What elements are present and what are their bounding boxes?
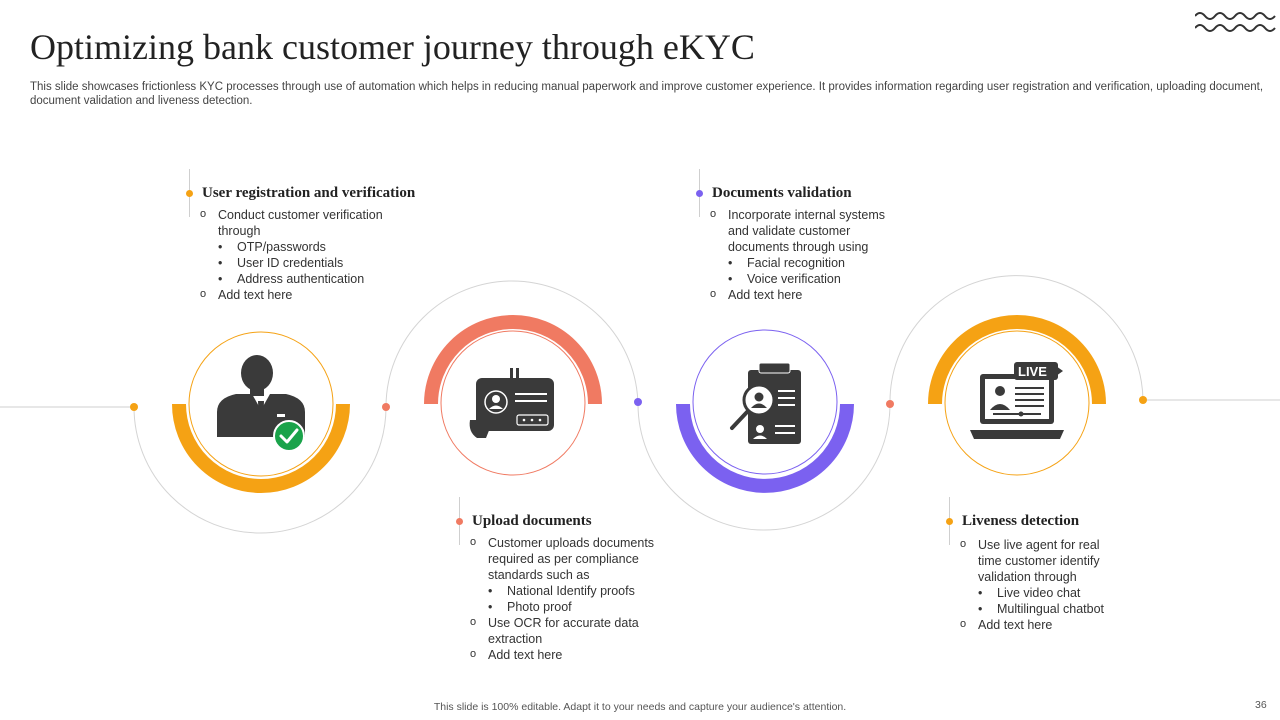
step4-heading: Liveness detection — [946, 497, 1176, 545]
list-item: Incorporate internal systems and validat… — [710, 206, 908, 287]
list-item: Multilingual chatbot — [978, 601, 1123, 617]
page-number: 36 — [1255, 699, 1267, 711]
list-item: OTP/passwords — [218, 239, 428, 255]
list-item: Use OCR for accurate data extraction — [470, 614, 678, 647]
step3-heading-dot — [696, 190, 703, 197]
businessman-verified-icon — [217, 355, 305, 452]
step2-heading: Upload documents — [456, 497, 696, 545]
list-item: User ID credentials — [218, 255, 428, 271]
step3-thick-ring — [676, 403, 854, 493]
junction-dot — [1139, 396, 1147, 404]
page-subtitle: This slide showcases frictionless KYC pr… — [30, 81, 1264, 107]
step1-outer-arc — [133, 406, 387, 534]
step1-thick-ring — [172, 403, 350, 493]
page-title: Optimizing bank customer journey through… — [30, 27, 755, 67]
list-item: Voice verification — [728, 271, 908, 287]
footer-note: This slide is 100% editable. Adapt it to… — [433, 701, 847, 713]
live-badge-text: LIVE — [1018, 364, 1047, 379]
step4-outer-arc — [889, 275, 1144, 405]
id-card-hand-icon — [469, 368, 554, 438]
list-item: Customer uploads documents required as p… — [470, 534, 678, 615]
junction-dot — [634, 398, 642, 406]
step4-title: Liveness detection — [962, 513, 1080, 529]
clipboard-magnifier-icon — [730, 362, 801, 444]
step1-title: User registration and verification — [202, 185, 416, 201]
list-item: Add text here — [710, 286, 908, 303]
step1-heading: User registration and verification — [186, 169, 446, 217]
step3-heading: Documents validation — [696, 169, 936, 217]
list-item: Conduct customer verification through OT… — [200, 206, 428, 287]
step1-heading-dot — [186, 190, 193, 197]
wave-decoration-icon — [1195, 12, 1276, 32]
step4-heading-dot — [946, 518, 953, 525]
step4-block: Liveness detection Use live agent for re… — [946, 497, 1176, 633]
step2-outer-arc — [385, 280, 639, 408]
step2-thick-ring — [424, 315, 602, 405]
laptop-live-video-icon: LIVE — [970, 362, 1064, 439]
step2-heading-dot — [456, 518, 463, 525]
list-item: Facial recognition — [728, 255, 908, 271]
list-item: National Identify proofs — [488, 583, 678, 599]
step3-block: Documents validation Incorporate interna… — [696, 169, 936, 303]
list-item: Add text here — [470, 646, 678, 663]
step2-title: Upload documents — [472, 513, 592, 529]
step3-outer-arc — [637, 403, 891, 531]
step2-block: Upload documents Customer uploads docume… — [456, 497, 696, 663]
junction-dot — [382, 403, 390, 411]
list-item: Add text here — [200, 286, 428, 303]
junction-dot — [886, 400, 894, 408]
list-item: Live video chat — [978, 585, 1123, 601]
step4-thick-ring — [928, 315, 1106, 405]
step3-title: Documents validation — [712, 185, 852, 201]
list-item: Photo proof — [488, 599, 678, 615]
list-item: Address authentication — [218, 271, 428, 287]
step1-block: User registration and verification Condu… — [186, 169, 446, 303]
junction-dot — [130, 403, 138, 411]
list-item: Use live agent for real time customer id… — [960, 536, 1123, 617]
list-item: Add text here — [960, 616, 1123, 633]
